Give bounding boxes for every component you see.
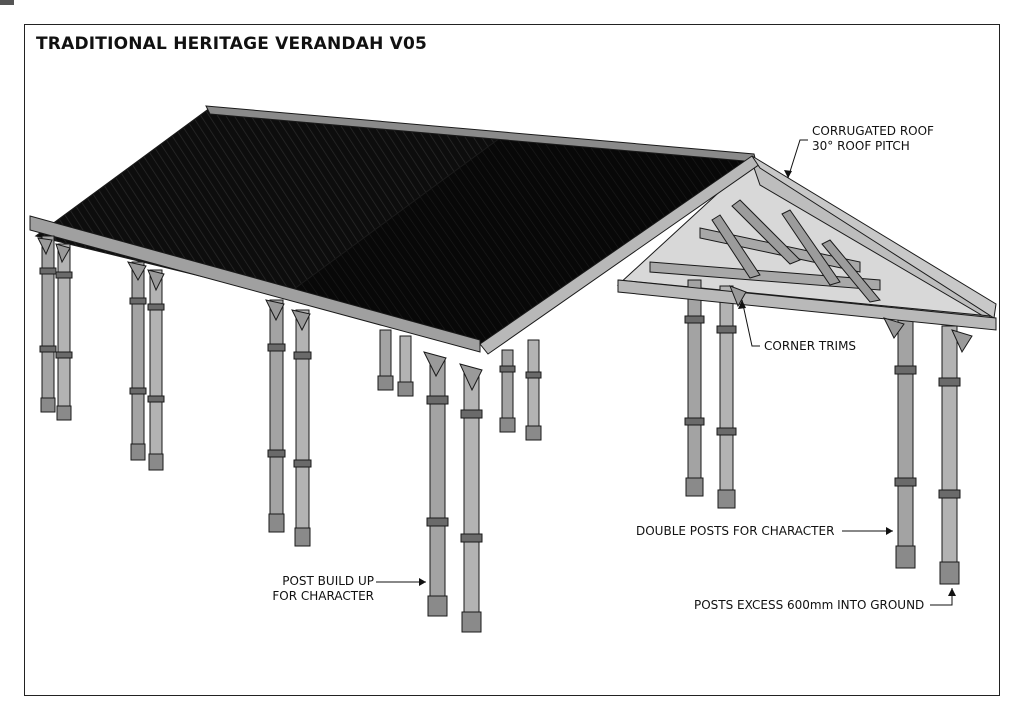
leader-corner-trims	[741, 299, 760, 347]
post	[129, 261, 147, 461]
annotation-roof-line1: CORRUGATED ROOF	[812, 124, 934, 138]
drawing-border	[24, 24, 1000, 696]
post	[460, 371, 483, 633]
post	[293, 309, 312, 547]
annotation-post-build-line1: POST BUILD UP	[282, 574, 374, 588]
annotation-post-build-line2: FOR CHARACTER	[272, 589, 374, 603]
posts	[39, 235, 961, 633]
post	[499, 349, 516, 433]
leader-roof	[787, 139, 808, 179]
post	[938, 325, 961, 585]
post	[716, 285, 737, 509]
post	[377, 329, 394, 391]
post	[397, 335, 414, 397]
drawing-title: TRADITIONAL HERITAGE VERANDAH V05	[36, 34, 428, 54]
annotation-roof: CORRUGATED ROOF 30° ROOF PITCH	[812, 124, 934, 154]
post	[55, 243, 73, 421]
post	[525, 339, 542, 441]
post	[39, 235, 57, 413]
post	[267, 299, 286, 533]
leader-posts-excess	[930, 588, 953, 606]
corrugated-roof	[29, 105, 997, 355]
post	[894, 315, 917, 569]
side-beam-right	[617, 279, 997, 331]
annotation-double-posts: DOUBLE POSTS FOR CHARACTER	[636, 524, 835, 538]
eave-fascia	[29, 215, 481, 353]
post	[147, 269, 165, 471]
corner-trim-brackets	[37, 237, 973, 392]
annotation-posts-excess: POSTS EXCESS 600mm INTO GROUND	[694, 598, 925, 612]
annotation-corner-trims: CORNER TRIMS	[764, 339, 857, 353]
leader-arrowheads	[419, 170, 956, 596]
sheet-corner-mark	[0, 0, 14, 5]
post	[426, 359, 449, 617]
post	[684, 279, 705, 497]
annotation-roof-line2: 30° ROOF PITCH	[812, 139, 910, 153]
annotation-post-build-up: POST BUILD UP FOR CHARACTER	[268, 574, 374, 604]
